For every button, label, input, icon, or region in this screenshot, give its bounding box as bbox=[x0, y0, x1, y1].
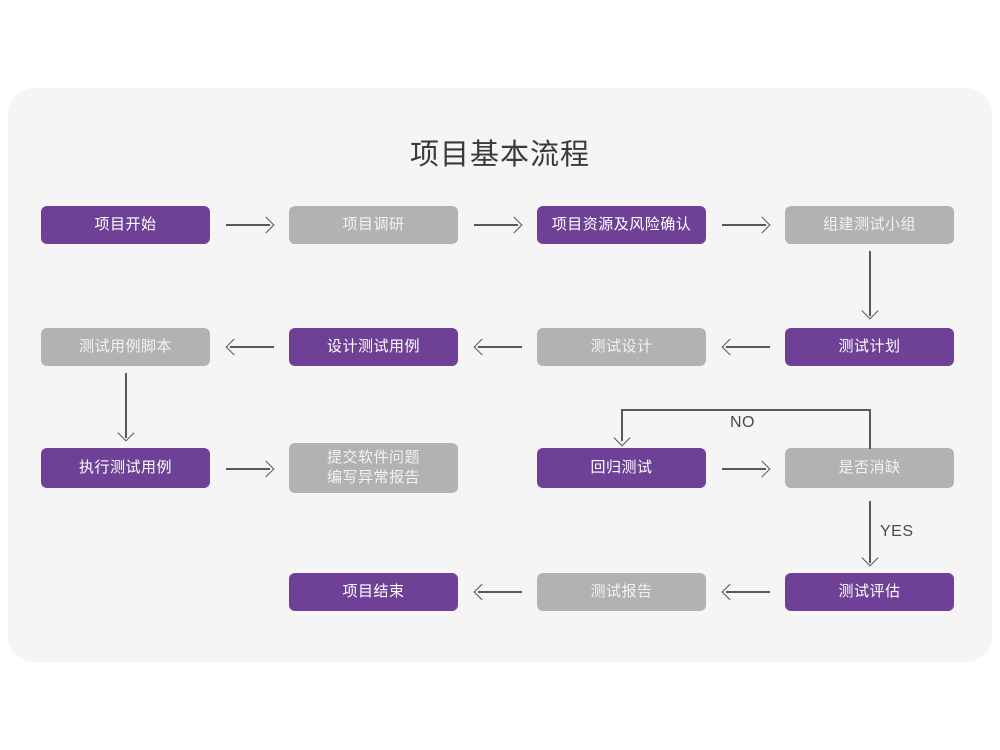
edge-label-no: NO bbox=[730, 414, 755, 431]
node-submit-defect-report[interactable]: 提交软件问题 编写异常报告 bbox=[289, 443, 458, 493]
no-loop-right-riser bbox=[869, 409, 871, 449]
yes-arrow-line bbox=[869, 501, 871, 563]
arrow-line-r1-1 bbox=[226, 224, 270, 226]
arrow-line-r2-2 bbox=[478, 346, 522, 348]
arrow-line-r4-2 bbox=[726, 591, 770, 593]
no-loop-left-dropper bbox=[621, 409, 623, 441]
arrow-line-r3-2 bbox=[722, 468, 766, 470]
node-design-test-case[interactable]: 设计测试用例 bbox=[289, 328, 458, 366]
arrow-line-r1-3 bbox=[722, 224, 766, 226]
node-test-case-script[interactable]: 测试用例脚本 bbox=[41, 328, 210, 366]
node-test-evaluation[interactable]: 测试评估 bbox=[785, 573, 954, 611]
arrow-line-r3-1 bbox=[226, 468, 270, 470]
edge-label-yes: YES bbox=[880, 523, 914, 540]
node-build-test-team[interactable]: 组建测试小组 bbox=[785, 206, 954, 244]
node-test-report[interactable]: 测试报告 bbox=[537, 573, 706, 611]
node-regression-test[interactable]: 回归测试 bbox=[537, 448, 706, 488]
arrow-line-r2-1 bbox=[230, 346, 274, 348]
diagram-panel bbox=[8, 88, 992, 662]
node-project-start[interactable]: 项目开始 bbox=[41, 206, 210, 244]
node-resource-risk-confirm[interactable]: 项目资源及风险确认 bbox=[537, 206, 706, 244]
arrow-line-r2-3 bbox=[726, 346, 770, 348]
node-project-research[interactable]: 项目调研 bbox=[289, 206, 458, 244]
arrow-line-team-to-plan bbox=[869, 251, 871, 316]
node-test-plan[interactable]: 测试计划 bbox=[785, 328, 954, 366]
arrow-line-r4-1 bbox=[478, 591, 522, 593]
no-loop-top-line bbox=[621, 409, 870, 411]
arrow-line-script-to-execute bbox=[125, 373, 127, 438]
page-title: 项目基本流程 bbox=[409, 139, 590, 171]
node-test-design[interactable]: 测试设计 bbox=[537, 328, 706, 366]
arrow-line-r1-2 bbox=[474, 224, 518, 226]
node-execute-test-case[interactable]: 执行测试用例 bbox=[41, 448, 210, 488]
node-project-end[interactable]: 项目结束 bbox=[289, 573, 458, 611]
node-defect-resolved[interactable]: 是否消缺 bbox=[785, 448, 954, 488]
